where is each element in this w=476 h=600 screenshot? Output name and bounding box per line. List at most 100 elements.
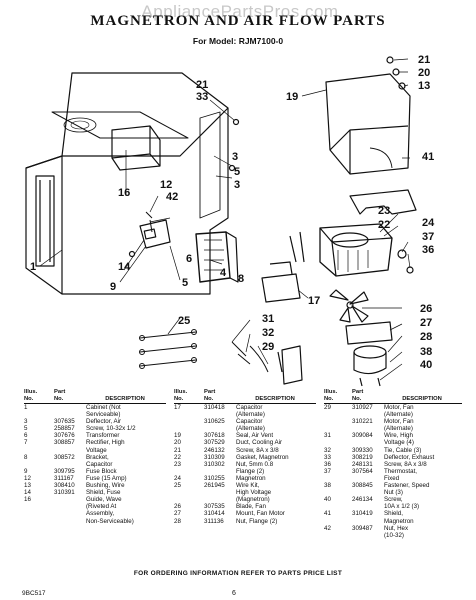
cell-illus: 9: [24, 467, 28, 475]
callout: 29: [262, 341, 274, 353]
cell-desc: Fuse (15 Amp): [86, 474, 127, 482]
cell-part: 309330: [352, 446, 373, 454]
page-title: MAGNETRON AND AIR FLOW PARTS: [90, 13, 386, 29]
cell-part: 310625: [204, 418, 225, 426]
cell-illus: 13: [24, 482, 31, 490]
cell-part: 311136: [204, 517, 224, 525]
table-row: 9 309795 Fuse Block: [24, 468, 166, 475]
cell-part: [54, 496, 86, 524]
cell-illus: 27: [174, 510, 181, 518]
cell-illus: 22: [174, 453, 181, 461]
cell-desc: Deflector, Exhaust: [384, 453, 435, 461]
header-description: DESCRIPTION: [384, 389, 462, 404]
cell-part: 310309: [204, 453, 225, 461]
magnetron: [319, 223, 393, 277]
callout: 16: [118, 187, 130, 199]
cell-desc: Guide, Wave (Riveted At Assembly, Non-Se…: [86, 496, 134, 525]
cell-illus: 1: [24, 404, 28, 411]
cell-desc: Magnetron: [236, 474, 266, 482]
cell-illus: 26: [174, 503, 181, 511]
callout: 22: [378, 219, 390, 231]
cell-part: 310414: [204, 510, 225, 518]
callout: 5: [182, 277, 188, 289]
cell-desc: Gasket, Magnetron: [236, 453, 289, 461]
callout: 12: [160, 179, 172, 191]
cell-part: 309795: [54, 467, 75, 475]
callout: 27: [420, 317, 432, 329]
fuse-block: [139, 219, 171, 249]
cell-part: 309487: [352, 524, 373, 532]
cell-part: 310927: [352, 404, 373, 411]
cell-desc: Mount, Fan Motor: [236, 510, 285, 518]
cell-part: 310302: [204, 460, 225, 468]
table-row: 28 311136 Nut, Flange (2): [174, 518, 316, 525]
table-row: 19 307618 Seal, Air Vent: [174, 432, 316, 439]
cell-desc: Nut, 5mm 0.8 Flange (2): [236, 460, 274, 475]
cell-desc: Shield, Fuse: [86, 489, 121, 497]
cell-desc: Wire Kit, High Voltage (Magnetron): [236, 482, 272, 504]
cell-illus: 28: [174, 517, 181, 525]
watermark: AppliancePartsPros.com: [141, 2, 339, 21]
cell-part: 258857: [54, 425, 75, 433]
header-description: DESCRIPTION: [236, 389, 316, 404]
callout: 1: [30, 261, 36, 273]
cell-illus: 6: [24, 432, 28, 440]
cell-part: 246134: [352, 496, 373, 504]
cell-desc: Motor, Fan (Alternate): [384, 418, 414, 433]
callout: 3: [232, 151, 238, 163]
table-row: 6 307676 Transformer: [24, 432, 166, 439]
cell-desc: Bushing, Wire: [86, 482, 125, 490]
cell-desc: Duct, Cooling Air: [236, 439, 283, 447]
cell-part: 309084: [352, 432, 373, 440]
cell-illus: 17: [174, 404, 181, 411]
callout: 14: [118, 261, 131, 273]
cell-part: 307635: [54, 418, 75, 426]
cell-part: 246132: [204, 446, 225, 454]
cell-illus: 40: [324, 496, 331, 504]
callout: 32: [262, 327, 274, 339]
callout: 36: [422, 244, 434, 256]
cell-illus: 32: [324, 446, 331, 454]
document-code: 9BC517: [22, 590, 46, 597]
callout: 37: [422, 231, 434, 243]
cell-illus: 7: [24, 439, 28, 447]
header-illus: Illus. No.: [324, 389, 352, 404]
cell-desc: Transformer: [86, 432, 120, 440]
cell-part: 307618: [204, 432, 225, 440]
callout: 17: [308, 295, 320, 307]
cell-illus: 19: [174, 432, 181, 440]
high-voltage-wire-kit: [139, 329, 197, 369]
cell-part: 307676: [54, 432, 75, 440]
cell-illus: 21: [174, 446, 181, 454]
cell-desc: Seal, Air Vent: [236, 432, 274, 440]
cell-desc: Fuse Block: [86, 467, 117, 475]
cell-desc: Nut, Flange (2): [236, 517, 278, 525]
fan-blade: [329, 289, 369, 323]
cell-part: 310418: [204, 404, 225, 411]
capacitor: [261, 273, 301, 303]
callout: 8: [238, 273, 244, 285]
callout: 21: [196, 79, 208, 91]
cell-part: 261945: [204, 482, 225, 490]
table-row: 27 310414 Mount, Fan Motor: [174, 510, 316, 517]
header-description: DESCRIPTION: [86, 389, 166, 404]
callout: 25: [178, 315, 190, 327]
cell-part: 308219: [352, 453, 373, 461]
cell-desc: Screw, 10A x 1/2 (3): [384, 496, 420, 511]
cell-desc: Screw, 8A x 3/8: [384, 460, 427, 468]
